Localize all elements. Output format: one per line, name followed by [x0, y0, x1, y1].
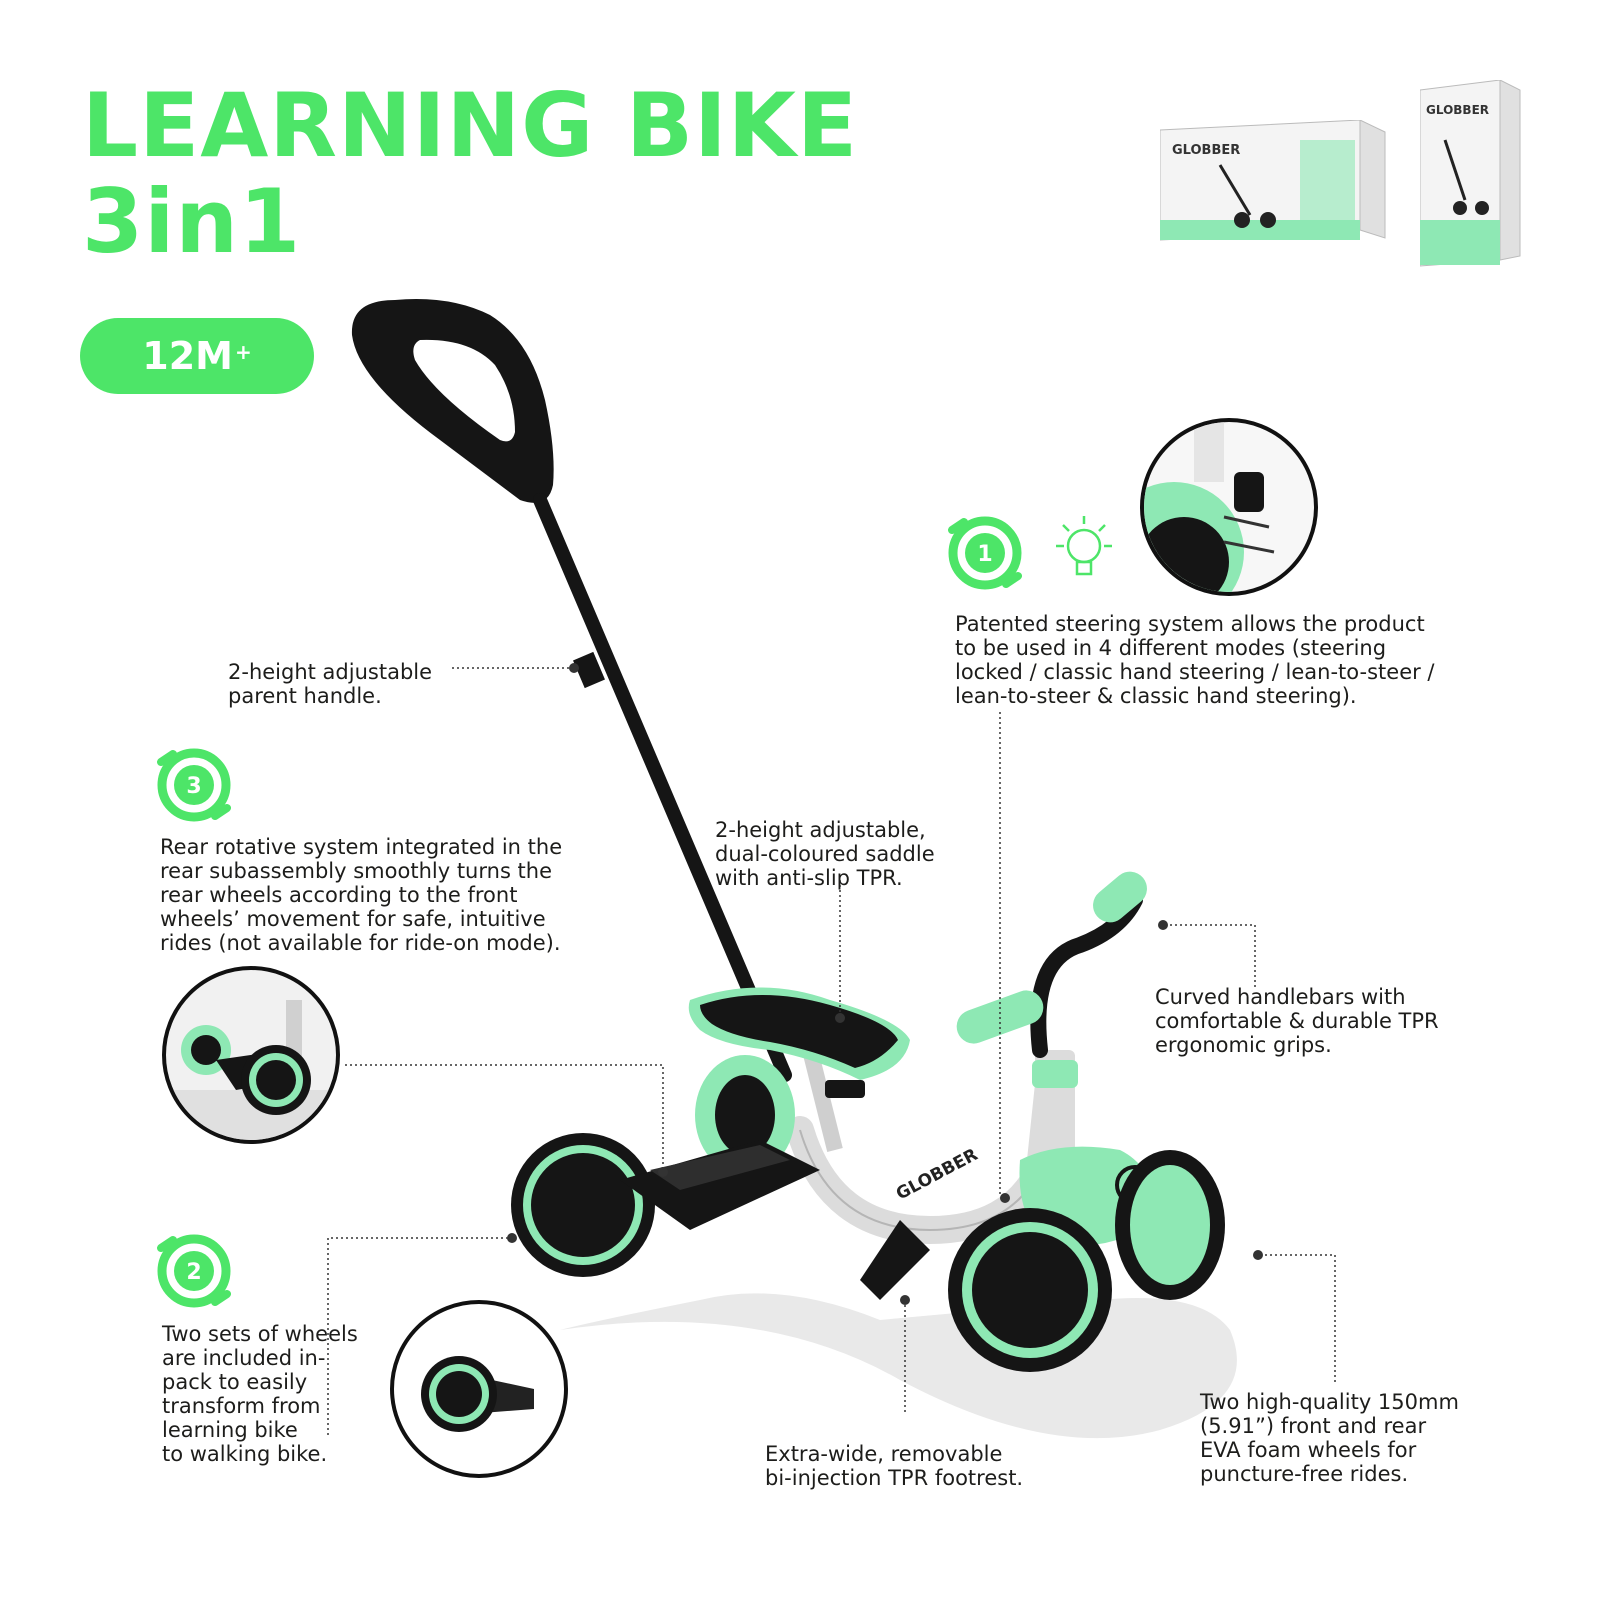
packaging-box-horizontal: GLOBBER — [1160, 120, 1386, 241]
handlebar-stem — [1030, 892, 1143, 1058]
seat-clamp — [825, 1080, 865, 1098]
bike-shadow — [560, 1293, 1237, 1439]
lightbulb-icon — [1056, 516, 1112, 576]
title-line-2: 3in1 — [82, 170, 302, 273]
number-badge-icon: 3 — [157, 748, 231, 822]
right-grip — [1093, 871, 1147, 923]
number-badge-icon: 2 — [157, 1234, 231, 1308]
steering-description: Patented steering system allows the prod… — [955, 612, 1435, 708]
box-brand-2: GLOBBER — [1426, 103, 1489, 117]
bike-frame — [786, 1061, 1064, 1245]
steering-detail-photo — [1140, 418, 1318, 596]
packaging-box-vertical: GLOBBER — [1420, 80, 1521, 267]
leader-lines — [327, 667, 1336, 1435]
pole-clamp — [573, 651, 605, 689]
rear-rotative-description: Rear rotative system integrated in the r… — [160, 835, 563, 955]
age-sup: + — [234, 340, 252, 364]
handlebar-description: Curved handlebars with comfortable & dur… — [1155, 985, 1439, 1057]
badge-number-2: 2 — [186, 1260, 201, 1285]
wheels-description: Two high-quality 150mm (5.91”) front and… — [1200, 1390, 1459, 1486]
saddle-description: 2-height adjustable, dual-coloured saddl… — [715, 818, 935, 890]
spare-wheel-photo — [390, 1300, 568, 1478]
badge-number-3: 3 — [186, 774, 201, 799]
footrest-description: Extra-wide, removable bi-injection TPR f… — [765, 1442, 1024, 1490]
parent-handle-hole — [413, 339, 515, 442]
parent-pole — [533, 493, 792, 1082]
page-title: LEARNING BIKE 3in1 — [82, 78, 858, 270]
leader-dots — [507, 663, 1263, 1305]
number-badge-icon: 1 — [948, 516, 1022, 590]
age-label: 12M — [142, 334, 233, 378]
age-badge: 12M+ — [80, 318, 314, 394]
title-line-1: LEARNING BIKE — [82, 74, 859, 177]
parent-handle-description: 2-height adjustable parent handle. — [228, 660, 433, 708]
badge-number-1: 1 — [977, 542, 992, 567]
frame-brand: GLOBBER — [893, 1145, 981, 1205]
rear-subassembly-photo — [162, 966, 340, 1144]
wheel-sets-description: Two sets of wheels are included in- pack… — [162, 1322, 358, 1466]
box-brand-1: GLOBBER — [1172, 143, 1240, 158]
seat-post — [802, 1048, 843, 1152]
footrest-post — [860, 1220, 930, 1300]
